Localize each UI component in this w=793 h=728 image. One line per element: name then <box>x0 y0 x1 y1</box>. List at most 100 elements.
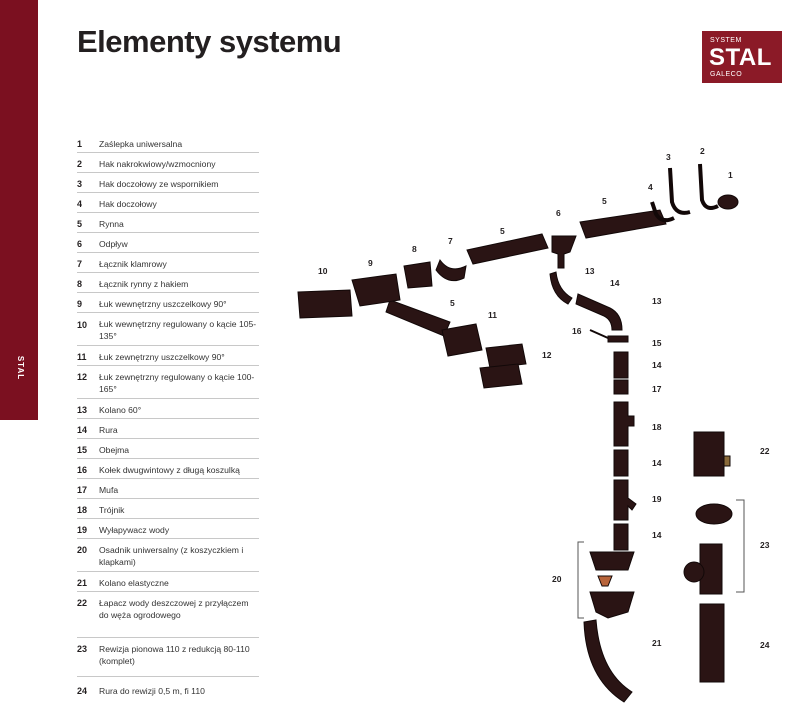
rain-diverter-illustration <box>613 479 637 521</box>
inner-corner-illustration <box>351 273 401 307</box>
gutter-illustration <box>579 209 667 239</box>
logo-maker-text: GALECO <box>710 71 743 78</box>
inspection-hatch-illustration <box>683 561 705 583</box>
callout-5: 5 <box>500 226 505 236</box>
outer-corner-illustration <box>485 343 527 369</box>
callout-17: 17 <box>652 384 662 394</box>
side-tab <box>0 0 38 420</box>
outer-corner-adjustable-illustration <box>479 363 523 389</box>
callout-14: 14 <box>652 530 662 540</box>
callout-20: 20 <box>552 574 562 584</box>
callout-18: 18 <box>652 422 662 432</box>
elbow-illustration <box>575 293 623 331</box>
callout-8: 8 <box>412 244 417 254</box>
inspection-pipe-illustration <box>699 603 725 683</box>
side-tab-label: STAL <box>16 355 25 381</box>
callout-5: 5 <box>450 298 455 308</box>
callout-14: 14 <box>652 360 662 370</box>
callout-23: 23 <box>760 540 770 550</box>
logo-brand-text: STAL <box>709 44 772 71</box>
callout-14: 14 <box>652 458 662 468</box>
inner-corner-adjustable-illustration <box>297 289 353 319</box>
page-title: Elementy systemu <box>77 24 342 59</box>
gully-body-illustration <box>589 591 635 619</box>
rainwater-catcher-illustration <box>693 431 725 477</box>
tee-illustration <box>613 401 635 447</box>
product-illustration <box>297 163 745 703</box>
callout-6: 6 <box>556 208 561 218</box>
gutter-illustration <box>466 233 549 265</box>
socket-illustration <box>613 379 629 395</box>
pipe-illustration <box>613 449 629 477</box>
callout-13: 13 <box>585 266 595 276</box>
group-bracket-20 <box>577 541 584 619</box>
hook-illustration <box>698 163 719 210</box>
gutter-illustration <box>385 299 451 337</box>
connector-illustration <box>435 258 467 282</box>
callout-16: 16 <box>572 326 582 336</box>
pipe-illustration <box>613 523 629 551</box>
end-cap-illustration <box>717 194 739 210</box>
callout-14: 14 <box>610 278 620 288</box>
hook-illustration <box>650 201 675 223</box>
pipe-clamp-illustration <box>607 335 629 343</box>
callout-19: 19 <box>652 494 662 504</box>
callout-5: 5 <box>602 196 607 206</box>
callout-22: 22 <box>760 446 770 456</box>
callout-24: 24 <box>760 640 770 650</box>
outer-corner-illustration <box>441 323 483 357</box>
group-bracket-23 <box>736 499 745 593</box>
logo-system-text: SYSTEM <box>710 37 742 44</box>
callout-21: 21 <box>652 638 662 648</box>
double-thread-bolt-illustration <box>589 329 609 339</box>
callout-1: 1 <box>728 170 733 180</box>
callout-7: 7 <box>448 236 453 246</box>
callout-13: 13 <box>652 296 662 306</box>
callout-3: 3 <box>666 152 671 162</box>
elbow-illustration <box>549 271 573 305</box>
connector-hook-illustration <box>403 261 433 289</box>
pipe-illustration <box>613 351 629 379</box>
gully-basket-illustration <box>597 575 613 587</box>
exploded-parts-diagram: 1 2 3 4 5 5 6 7 8 9 10 5 11 12 13 14 13 … <box>290 140 793 723</box>
callout-4: 4 <box>648 182 653 192</box>
callout-2: 2 <box>700 146 705 156</box>
reducer-cap-illustration <box>695 503 733 525</box>
brand-logo: SYSTEM STAL GALECO <box>702 31 782 83</box>
callout-12: 12 <box>542 350 552 360</box>
outlet-illustration <box>551 235 577 269</box>
callout-11: 11 <box>488 310 497 320</box>
callout-9: 9 <box>368 258 373 268</box>
callout-10: 10 <box>318 266 328 276</box>
hook-illustration <box>668 167 691 215</box>
flexible-elbow-illustration <box>583 619 633 703</box>
gully-grate-illustration <box>589 551 635 571</box>
hose-connector-illustration <box>723 455 731 467</box>
callout-15: 15 <box>652 338 662 348</box>
